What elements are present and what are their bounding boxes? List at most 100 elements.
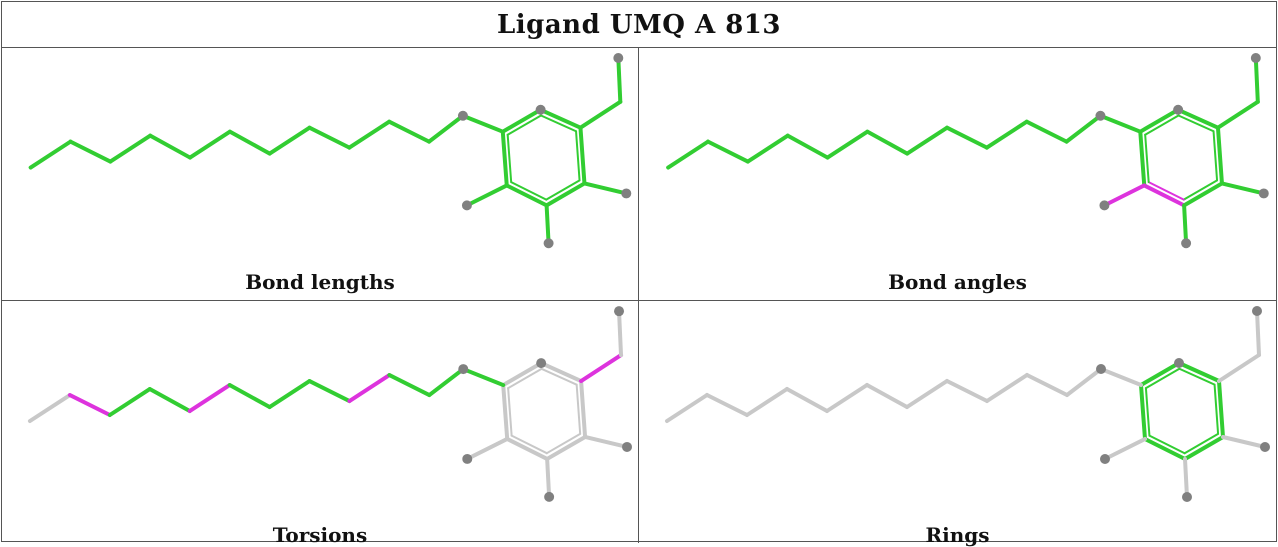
ring-bond: [1177, 361, 1221, 383]
chain-bond: [387, 373, 432, 398]
panel-torsions: Torsions: [2, 301, 639, 547]
atom-marker: [1181, 238, 1192, 249]
ring-bond: [504, 183, 549, 208]
ring-bond: [1142, 183, 1187, 208]
ring-bond: [501, 361, 544, 388]
chain-bond: [387, 119, 432, 144]
ring-inner-bond: [1212, 130, 1219, 182]
substituent-bottom: [544, 203, 551, 246]
ring-inner-bond: [1144, 367, 1181, 390]
chain-bond: [945, 379, 989, 403]
substituent-right: [583, 434, 630, 449]
chain-bond: [427, 113, 465, 144]
substituent-link: [1099, 367, 1143, 387]
ring-inner-bond: [545, 432, 582, 455]
molecule-bond-angles: [666, 52, 1269, 249]
panel-rings: Rings: [639, 301, 1276, 547]
ring-inner-bond: [507, 367, 543, 390]
chain-bond: [905, 379, 949, 409]
chain-bond: [705, 139, 750, 164]
ring-inner-bond: [1177, 114, 1215, 133]
ring-bond: [1139, 361, 1181, 387]
ring-inner-bond: [545, 179, 581, 201]
atom-marker: [458, 364, 469, 375]
substituent-top: [1215, 99, 1260, 130]
atom-marker: [613, 52, 624, 63]
ring-bond: [539, 361, 584, 384]
ring-bond: [501, 383, 510, 441]
atom-marker: [1250, 52, 1261, 63]
chain-bond: [665, 393, 709, 423]
substituent-left: [1102, 183, 1147, 208]
substituent-top2: [1255, 309, 1261, 357]
chain-bond: [985, 373, 1029, 403]
atom-marker: [457, 110, 468, 121]
chain-bond: [745, 387, 789, 417]
ring-bond: [1217, 379, 1225, 439]
ring-inner-bond: [1148, 434, 1186, 455]
ring-inner-bond: [510, 181, 548, 201]
substituent-top2: [616, 55, 623, 104]
chain-bond: [307, 379, 352, 404]
ring-bond: [545, 434, 588, 461]
atom-marker: [1174, 358, 1184, 368]
ring-bond: [1139, 383, 1147, 441]
ring-bond: [1183, 435, 1225, 461]
atom-marker: [462, 453, 473, 464]
chain-bond: [1064, 113, 1103, 144]
atom-marker: [1260, 442, 1270, 452]
ring-inner-bond: [1144, 133, 1150, 184]
ring-bond: [505, 436, 550, 461]
ring-bond: [544, 181, 587, 208]
substituent-left: [465, 436, 510, 461]
atom-marker: [1095, 110, 1106, 121]
atom-marker: [535, 104, 546, 115]
chain-bond: [825, 383, 869, 413]
ring-inner-bond: [510, 434, 548, 455]
chain-bond: [745, 133, 790, 164]
chain-bond: [984, 119, 1029, 150]
ring-bond: [500, 129, 509, 188]
caption-torsions: Torsions: [272, 523, 368, 547]
molecule-bond-lengths: [28, 52, 632, 249]
ring-inner-bond: [1144, 114, 1180, 136]
chain-bond: [68, 139, 113, 164]
chain-bond: [188, 129, 232, 160]
ring-inner-bond: [575, 130, 581, 182]
atom-marker: [461, 200, 472, 211]
ring-inner-bond: [1144, 387, 1151, 437]
ring-inner-bond: [1183, 432, 1220, 455]
ring-bond: [579, 379, 588, 439]
chain-bond: [865, 383, 909, 409]
chain-bond: [227, 129, 272, 156]
chain-bond: [1025, 373, 1069, 397]
chain-bond: [108, 133, 153, 164]
chain-bond: [147, 387, 192, 414]
molecule-rings: [665, 306, 1270, 502]
substituent-top: [1217, 353, 1261, 383]
substituent-bottom: [1183, 457, 1189, 499]
ring-bond: [500, 107, 543, 134]
chain-bond: [825, 129, 870, 160]
chain-bond: [427, 367, 466, 398]
atom-marker: [1099, 200, 1110, 211]
atom-marker: [1096, 364, 1106, 374]
chain-bond: [267, 125, 312, 156]
ring-inner-bond: [506, 133, 513, 184]
ring-inner-bond: [1213, 383, 1220, 435]
substituent-bottom: [545, 456, 552, 499]
substituent-link: [461, 367, 506, 388]
substituent-right: [1219, 181, 1266, 196]
ring-bond: [538, 107, 583, 130]
ring-inner-bond: [507, 387, 513, 437]
chain-bond: [905, 125, 950, 156]
ring-inner-bond: [1178, 367, 1216, 386]
atom-marker: [1100, 454, 1110, 464]
substituent-top2: [1253, 55, 1260, 104]
chain-bond: [1065, 367, 1103, 397]
atom-marker: [614, 306, 625, 317]
ring-bond: [1182, 181, 1224, 208]
atom-marker: [1173, 104, 1184, 115]
ring-inner-bond: [539, 114, 578, 133]
